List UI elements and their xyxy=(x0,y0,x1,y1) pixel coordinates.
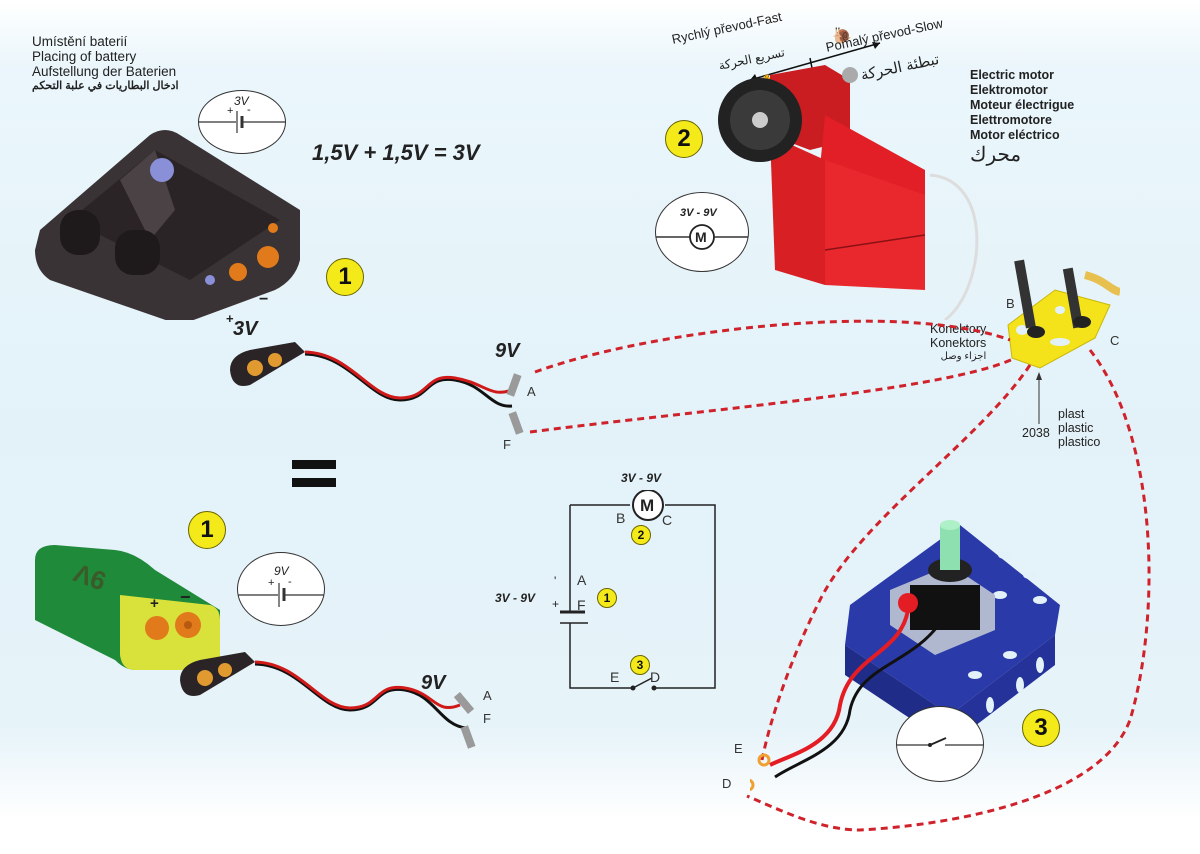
battery-9v-minus: − xyxy=(180,587,191,607)
badge-3-switch: 3 xyxy=(1022,709,1060,747)
title-line-de: Aufstellung der Baterien xyxy=(32,64,177,79)
motor-name-ar: محرك xyxy=(970,144,1022,166)
part-pointer-arrow xyxy=(1036,372,1042,424)
battery-9v-image: 9V xyxy=(35,545,220,670)
bottom-lead-f: F xyxy=(483,711,491,726)
schematic-pin-c: C xyxy=(662,512,673,528)
badge-2-motor: 2 xyxy=(665,120,703,158)
schematic-pin-f: F xyxy=(577,597,586,613)
battery-title: Umístění baterií Placing of battery Aufs… xyxy=(32,34,179,94)
bottom-cable-voltage: 9V xyxy=(421,672,446,694)
motor-names: Electric motor Elektromotor Moteur élect… xyxy=(970,68,1074,167)
schematic-wire xyxy=(569,504,716,689)
symbol-plus: + xyxy=(227,105,234,117)
connector-label-cz: Konektory xyxy=(930,322,987,336)
motor-image xyxy=(718,65,979,320)
schematic-badge-3: 3 xyxy=(630,655,650,675)
schematic-motor-letter: M xyxy=(640,496,655,515)
schematic-battery-plus: + xyxy=(552,597,560,611)
snail-icon: 🐌 xyxy=(832,28,852,45)
material-cz: plast xyxy=(1058,407,1085,421)
battery-symbol-icon xyxy=(199,111,285,133)
title-line-cz: Umístění baterií xyxy=(32,34,128,49)
connector-plate-image xyxy=(1007,259,1120,369)
voltage-equation: 1,5V + 1,5V = 3V xyxy=(312,140,480,165)
wire-f-to-b xyxy=(529,356,1016,434)
connector-label-ar: اجزاء وصل xyxy=(940,351,987,362)
schematic-battery-minus: ' xyxy=(554,574,557,588)
switch-module-image xyxy=(750,520,1060,792)
motor-name-en: Electric motor xyxy=(970,68,1055,82)
title-line-en: Placing of battery xyxy=(32,49,137,64)
schematic-pin-d: D xyxy=(650,669,661,685)
motor-symbol-icon xyxy=(656,224,748,250)
schematic-battery-voltage: 3V - 9V xyxy=(495,591,536,605)
symbol-voltage: 3V xyxy=(234,94,249,108)
schematic-motor-icon xyxy=(632,490,664,521)
switch-pin-d: D xyxy=(722,776,732,791)
battery-holder-image xyxy=(35,130,300,320)
circuit-schematic xyxy=(560,490,716,691)
battery-9v-symbol: 9V + - xyxy=(237,552,325,626)
title-line-ar: ادخال البطاريات في علبة التحكم xyxy=(32,80,179,92)
symbol-9v-minus: - xyxy=(288,576,292,588)
switch-symbol xyxy=(896,706,984,782)
badge-1-holder: 1 xyxy=(326,258,364,296)
top-lead-f: F xyxy=(503,437,511,452)
motor-name-it: Elettromotore xyxy=(970,113,1052,127)
equals-bar-top xyxy=(292,460,336,469)
holder-voltage: 3V xyxy=(233,318,258,340)
schematic-badge-2: 2 xyxy=(631,525,651,545)
battery-3v-symbol: 3V + - xyxy=(198,90,286,154)
connector-label-en: Konektors xyxy=(930,336,987,350)
top-cable-voltage: 9V xyxy=(495,340,520,362)
motor-name-fr: Moteur électrigue xyxy=(970,98,1075,112)
material-en: plastic xyxy=(1058,421,1094,435)
battery-9v-plus: + xyxy=(150,595,159,612)
switch-symbol-icon xyxy=(897,737,983,747)
equals-bar-bottom xyxy=(292,478,336,487)
motor-symbol-voltage: 3V - 9V xyxy=(680,207,717,219)
snap-cable-top xyxy=(230,342,524,435)
holder-minus: − xyxy=(259,291,269,308)
holder-plus: + xyxy=(226,311,234,326)
connector-pin-c: C xyxy=(1110,333,1120,348)
badge-1-9v: 1 xyxy=(188,511,226,549)
schematic-pin-a: A xyxy=(577,572,587,588)
schematic-pin-e: E xyxy=(610,669,620,685)
schematic-badge-1: 1 xyxy=(597,588,617,608)
material-labels: plast plastic plastico xyxy=(1058,407,1100,449)
schematic-motor-voltage: 3V - 9V xyxy=(621,471,662,485)
bottom-lead-a: A xyxy=(483,688,492,703)
material-es: plastico xyxy=(1058,435,1101,449)
motor-symbol-letter: M xyxy=(695,229,707,245)
symbol-9v-voltage: 9V xyxy=(274,564,289,578)
battery-symbol-icon xyxy=(238,583,324,607)
symbol-9v-plus: + xyxy=(268,577,275,589)
switch-pin-e: E xyxy=(734,741,743,756)
schematic-pin-b: B xyxy=(616,510,626,526)
motor-symbol: 3V - 9V M xyxy=(655,192,749,272)
part-number: 2038 xyxy=(1022,426,1050,440)
connector-pin-b: B xyxy=(1006,296,1015,311)
motor-name-cz: Elektromotor xyxy=(970,83,1048,97)
connector-labels: Konektory Konektors اجزاء وصل xyxy=(930,322,986,364)
snap-cable-bottom xyxy=(180,652,476,749)
schematic-switch-icon xyxy=(632,677,653,689)
top-lead-a: A xyxy=(527,384,536,399)
motor-name-es: Motor eléctrico xyxy=(970,128,1060,142)
symbol-minus: - xyxy=(247,104,251,116)
